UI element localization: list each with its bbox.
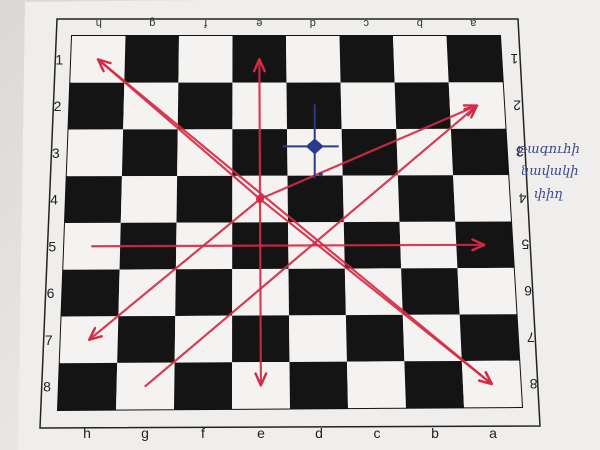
board-square-b6 [401,268,460,315]
board-square-a1 [447,36,503,82]
file-label-top: e [256,17,262,29]
file-label-bottom: f [201,425,205,441]
rank-label-left: 2 [54,98,62,114]
handwritten-note-line-1: թագուհի [517,143,580,156]
board-square-d1 [286,36,341,83]
file-label-top: b [417,17,423,29]
board-square-d7 [289,315,347,362]
board-square-h8 [58,363,117,410]
rank-label-right: 6 [524,283,532,299]
handwritten-note-line-3: փիղ [534,188,563,201]
board-square-b4 [398,175,455,222]
rank-label-left: 1 [55,51,63,67]
file-label-top: c [363,17,369,29]
file-label-top: h [96,17,102,29]
board-square-f8 [174,362,232,409]
board-square-c6 [345,268,403,315]
board-square-h4 [65,176,122,223]
board-square-b2 [395,82,451,129]
rank-label-left: 3 [52,145,60,161]
board-square-c1 [340,36,395,83]
file-label-top: d [310,17,316,29]
board-square-f1 [178,36,232,83]
board-square-h6 [62,270,120,317]
arrow-origin-dot [256,195,264,203]
board-square-f2 [178,83,233,130]
file-label-bottom: a [489,425,497,441]
handwritten-note-line-2: նավակի [521,165,579,178]
board-square-f6 [175,269,232,316]
move-arrow-h5-a5 [92,245,484,246]
rank-label-left: 6 [47,285,55,301]
rank-label-right: 7 [527,329,535,345]
board-square-g7 [117,316,175,363]
board-square-g3 [122,129,178,176]
board-square-f4 [177,176,233,223]
board-square-a6 [457,268,516,315]
rank-label-right: 8 [530,376,538,392]
board-square-b1 [393,36,449,82]
rank-label-left: 8 [43,379,51,395]
board-square-d6 [289,269,346,316]
board-square-d8 [290,362,349,409]
board-square-c2 [341,82,397,129]
board-square-g4 [121,176,177,223]
board-square-g1 [124,36,179,83]
board-square-a4 [453,175,511,222]
board-square-c8 [347,361,406,408]
rank-label-right: 5 [521,237,529,253]
board-square-a7 [460,314,520,361]
queen-marker-dot [319,172,323,176]
board-square-h3 [67,129,123,176]
rank-label-left: 7 [45,332,53,348]
board-square-a3 [451,129,508,176]
move-arrow-e4-e1 [259,59,260,199]
move-arrow-e4-e8 [260,199,261,385]
board-square-c7 [346,315,405,362]
board-square-b8 [404,361,464,408]
file-label-bottom: c [374,425,381,441]
file-label-bottom: e [257,425,265,441]
file-label-bottom: g [141,425,149,441]
rank-label-left: 4 [50,192,58,208]
rank-label-right: 1 [510,51,518,67]
board-square-h2 [69,83,125,130]
rank-label-right: 4 [519,190,527,206]
file-label-bottom: h [83,425,91,441]
rank-label-right: 2 [513,98,521,114]
file-label-bottom: d [315,425,323,441]
file-label-top: g [149,17,155,29]
file-label-top: a [469,17,476,29]
board-square-c4 [343,175,400,222]
file-label-bottom: b [431,425,439,441]
rank-label-left: 5 [48,238,56,254]
